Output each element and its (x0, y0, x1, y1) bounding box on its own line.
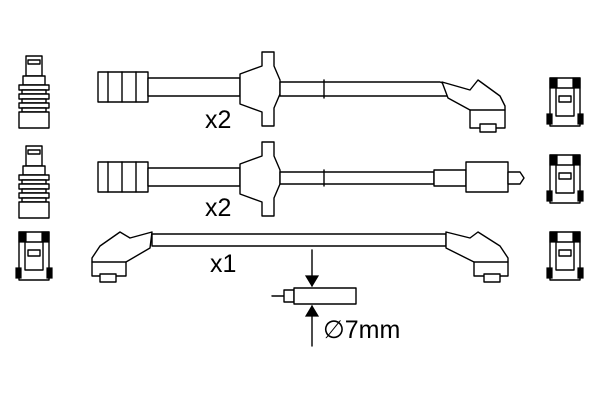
left-terminal-1-icon (18, 55, 50, 129)
left-spark-plug-boot-icon (15, 231, 53, 281)
ignition-lead-1-icon (97, 51, 506, 133)
ignition-lead-2-icon (97, 141, 525, 217)
quantity-label-top: x2 (205, 106, 232, 134)
right-spark-plug-boot-1-icon (546, 77, 584, 127)
quantity-label-middle: x2 (205, 194, 232, 222)
right-spark-plug-boot-3-icon (546, 231, 584, 281)
diameter-arrow-icon (271, 249, 357, 347)
quantity-label-bottom: x1 (210, 250, 237, 278)
diameter-label: ∅7mm (323, 316, 401, 344)
left-terminal-2-icon (18, 145, 50, 219)
ignition-lead-3-icon (91, 231, 509, 283)
right-spark-plug-boot-2-icon (546, 154, 584, 204)
